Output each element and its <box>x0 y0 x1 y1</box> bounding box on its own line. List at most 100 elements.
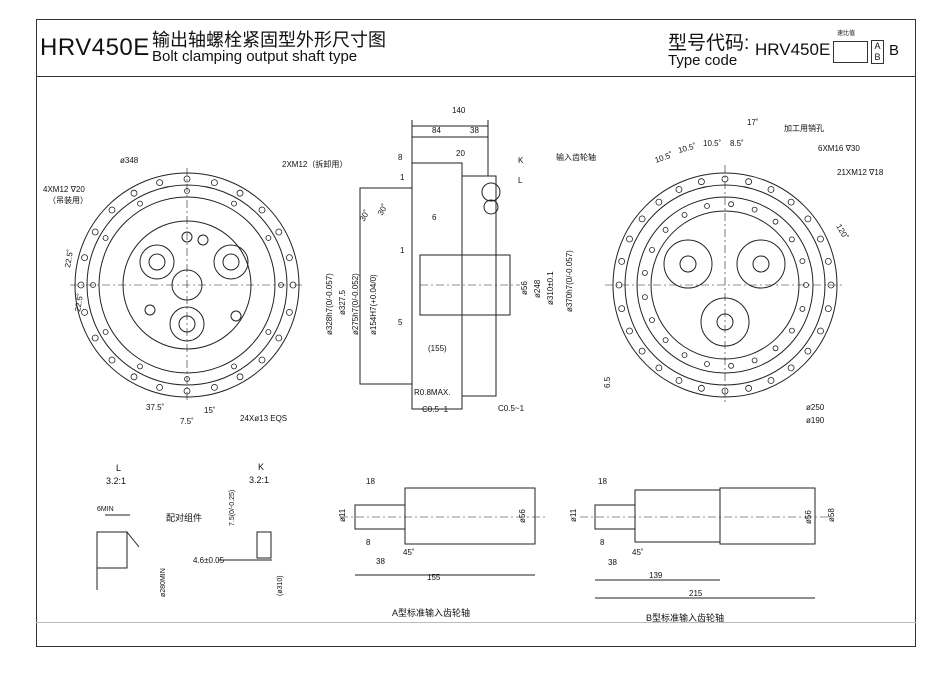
bolt-hole <box>789 236 795 243</box>
drawing-frame <box>36 19 916 647</box>
bolt-hole <box>662 226 669 233</box>
sec-d-275: ø275h7(0/-0.052) <box>351 273 360 335</box>
bolt-hole <box>799 305 806 312</box>
bolt-hole <box>81 308 88 316</box>
bolt-hole <box>721 387 729 395</box>
rear-angle-105c: 10.5˚ <box>703 139 722 148</box>
bolt-hole <box>265 329 272 335</box>
front-bolt-holes: 24Xø13 EQS <box>240 414 287 423</box>
bolt-hole <box>827 281 835 289</box>
detail-l-title: L <box>116 463 121 473</box>
bolt-hole <box>236 189 244 197</box>
bolt-hole <box>156 383 164 391</box>
bolt-hole <box>804 215 812 223</box>
shaft-b-len215: 215 <box>689 589 703 598</box>
shaft-a-caption: A型标准输入齿轮轴 <box>392 607 470 618</box>
bolt-hole <box>789 327 795 334</box>
bolt-hole <box>824 305 832 313</box>
detail-l-d280: ø280MIN <box>160 568 167 597</box>
sec-label-k: K <box>518 156 524 165</box>
bolt-hole <box>698 178 705 186</box>
model-name: HRV450E <box>40 34 150 61</box>
bolt-hole <box>803 282 809 288</box>
bolt-hole <box>275 334 283 342</box>
bolt-hole <box>751 206 758 213</box>
bolt-hole <box>767 377 775 384</box>
front-angle-3: 37.5˚ <box>146 403 165 412</box>
bolt-hole <box>184 376 190 382</box>
bolt-hole <box>745 384 752 392</box>
front-tap-top: 2XM12（拆卸用） <box>282 159 347 169</box>
sec-d-56: ø56 <box>520 281 529 295</box>
sec-total-len: 140 <box>452 106 466 115</box>
sec-len-155: (155) <box>428 344 447 353</box>
front-angle-2: 22.5˚ <box>73 292 85 312</box>
title-english: Bolt clamping output shaft type <box>152 48 358 65</box>
title-chinese: 输出轴螺栓紧固型外形尺寸图 <box>152 30 386 50</box>
header-divider <box>36 76 916 77</box>
bolt-hole <box>108 356 116 364</box>
bolt-hole <box>662 337 669 344</box>
bolt-hole <box>91 334 99 342</box>
bolt-hole <box>210 179 218 187</box>
sec-len-84: 84 <box>432 126 441 135</box>
ratio-box <box>833 41 868 63</box>
bolt-circle-front <box>77 175 297 395</box>
rear-angle-17: 17˚ <box>747 118 759 127</box>
rear-d-250: ø250 <box>806 403 825 412</box>
shaft-a-len38: 38 <box>376 557 385 566</box>
bolt-hole <box>285 308 293 316</box>
bolt-hole <box>817 327 824 335</box>
sec-angle-30b: 30˚ <box>376 202 390 217</box>
front-dia-outer: ø348 <box>120 156 139 165</box>
sec-d-310: ø310±0.1 <box>546 271 555 305</box>
type-code-label-cn: 型号代码: <box>668 33 750 54</box>
bolt-hole <box>704 203 710 209</box>
detail-l-view <box>96 514 140 590</box>
shaft-b-len8: 8 <box>600 538 605 547</box>
bolt-hole <box>649 246 655 253</box>
bolt-hole <box>817 235 824 243</box>
detail-k-dim46: 4.6±0.05 <box>193 556 225 565</box>
shaft-b-len139: 139 <box>649 571 663 580</box>
sec-d-370: ø370h7(0/-0.057) <box>565 250 574 312</box>
bolt-hole <box>804 347 812 355</box>
bolt-hole <box>799 258 806 265</box>
bolt-hole <box>137 363 143 370</box>
sec-r08: R0.8MAX. <box>414 388 450 397</box>
rear-tap-m16: 6XM16 ∇30 <box>818 144 860 153</box>
rear-pin-hole: 加工用销孔 <box>784 123 824 133</box>
bolt-hole <box>130 373 138 381</box>
front-angle-5: 7.5˚ <box>180 417 194 426</box>
bolt-hole <box>77 281 85 289</box>
bolt-hole <box>184 188 190 194</box>
sec-d-154: ø154H7(+0.04/0) <box>369 274 378 335</box>
bolt-hole <box>655 364 663 372</box>
sec-len-20: 20 <box>456 149 465 158</box>
sec-label-l: L <box>518 176 523 185</box>
shaft-a-angle45: 45˚ <box>403 548 415 557</box>
bolt-hole <box>638 215 646 223</box>
sec-d-3275: ø327.5 <box>338 290 347 315</box>
bolt-hole <box>90 282 96 288</box>
shaft-b-len18: 18 <box>598 477 607 486</box>
bolt-hole <box>642 269 648 276</box>
front-view <box>70 168 305 402</box>
bolt-hole <box>675 377 683 384</box>
detail-k-title: K <box>258 462 264 472</box>
rear-view <box>605 165 845 405</box>
bolt-hole <box>745 178 752 186</box>
sec-len-6: 6 <box>432 213 437 222</box>
bottom-rule <box>36 622 916 623</box>
bolt-hole <box>655 198 663 206</box>
shaft-b-view <box>580 487 830 599</box>
option-b: B <box>874 52 881 62</box>
bolt-hole <box>183 387 191 395</box>
sec-c05b: C0.5~1 <box>498 404 525 413</box>
bolt-hole <box>108 206 116 214</box>
option-suffix: B <box>889 42 900 59</box>
bolt-hole <box>681 352 688 359</box>
ratio-label: 速比值 <box>837 31 856 37</box>
